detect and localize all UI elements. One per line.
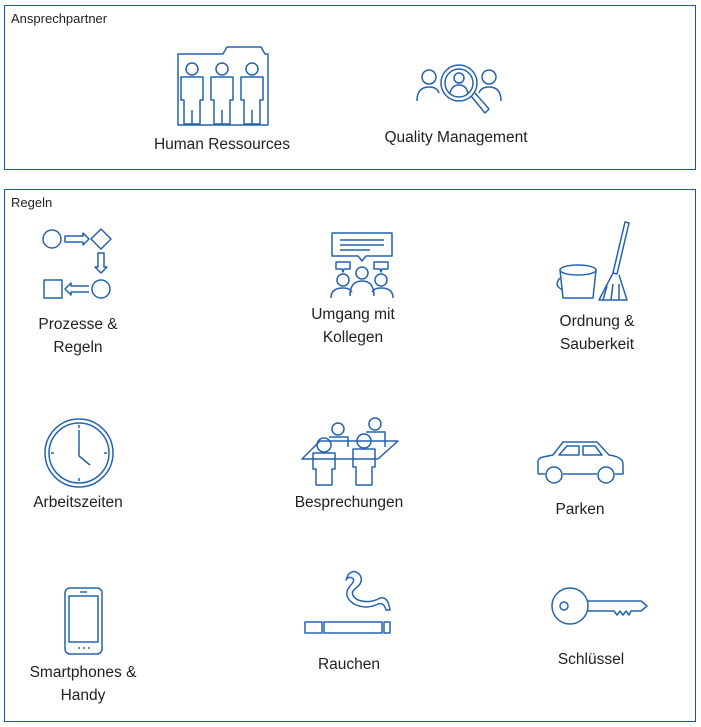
smartphone-icon bbox=[64, 587, 103, 655]
magnifier-people-icon bbox=[416, 64, 502, 114]
section-title: Ansprechpartner bbox=[11, 11, 108, 26]
section-title: Regeln bbox=[11, 195, 53, 210]
key-icon bbox=[551, 587, 648, 625]
colleagues-chat-icon bbox=[330, 232, 394, 299]
people-folder-icon bbox=[177, 46, 269, 126]
item-label: Schlüssel bbox=[557, 651, 625, 668]
bucket-broom-icon bbox=[556, 221, 630, 301]
process-flow-icon bbox=[42, 228, 112, 299]
item-label: Arbeitszeiten bbox=[33, 494, 123, 511]
item-label: Ordnung &Sauberkeit bbox=[559, 313, 635, 353]
clock-icon bbox=[44, 418, 114, 488]
item-label: Smartphones &Handy bbox=[29, 664, 137, 704]
item-label: Human Ressources bbox=[153, 136, 291, 153]
item-label: Rauchen bbox=[317, 656, 381, 673]
item-label: Besprechungen bbox=[294, 494, 404, 511]
item-label: Quality Management bbox=[384, 129, 528, 146]
section-regeln: Regeln bbox=[4, 189, 696, 722]
cigarette-icon bbox=[304, 570, 391, 634]
item-label: Parken bbox=[555, 501, 605, 518]
item-label: Prozesse &Regeln bbox=[38, 316, 118, 356]
section-ansprechpartner: Ansprechpartner bbox=[4, 5, 696, 170]
meeting-icon bbox=[301, 417, 399, 486]
car-icon bbox=[537, 441, 624, 484]
